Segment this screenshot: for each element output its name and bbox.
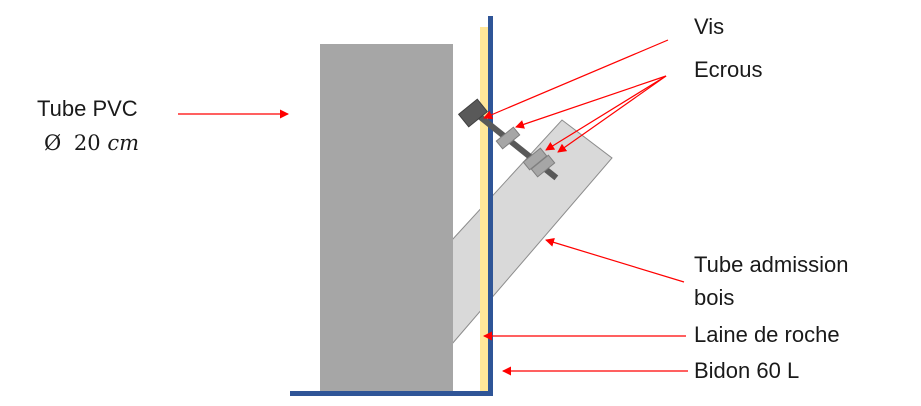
nut-3 <box>530 154 556 178</box>
arrow-ecrous-3 <box>557 75 667 153</box>
bidon-bottom <box>290 391 493 396</box>
screw-head-icon <box>457 98 489 128</box>
label-laine-de-roche: Laine de roche <box>694 322 840 347</box>
arrow-tube-admission <box>545 238 685 283</box>
diameter-symbol: Ø <box>44 131 61 155</box>
nut-1 <box>495 126 521 150</box>
bidon-wall <box>488 16 493 396</box>
rock-wool-layer <box>480 27 488 392</box>
diameter-unit: cm <box>107 131 139 155</box>
pointer-arrows <box>178 39 688 376</box>
label-diameter: Ø 20 cm <box>44 131 139 155</box>
arrow-vis <box>483 39 669 120</box>
label-vis: Vis <box>694 14 724 39</box>
label-bidon: Bidon 60 L <box>694 358 799 383</box>
label-tube-admission-line1: Tube admission <box>694 252 848 277</box>
arrow-ecrous-2 <box>545 75 667 151</box>
label-tube-admission-line2: bois <box>694 285 734 310</box>
arrow-ecrous-1 <box>515 75 667 129</box>
label-tube-pvc: Tube PVC <box>37 96 138 121</box>
pvc-tube <box>320 44 453 394</box>
diameter-value: 20 <box>74 131 101 155</box>
admission-tube <box>451 119 613 346</box>
label-ecrous: Ecrous <box>694 57 762 82</box>
